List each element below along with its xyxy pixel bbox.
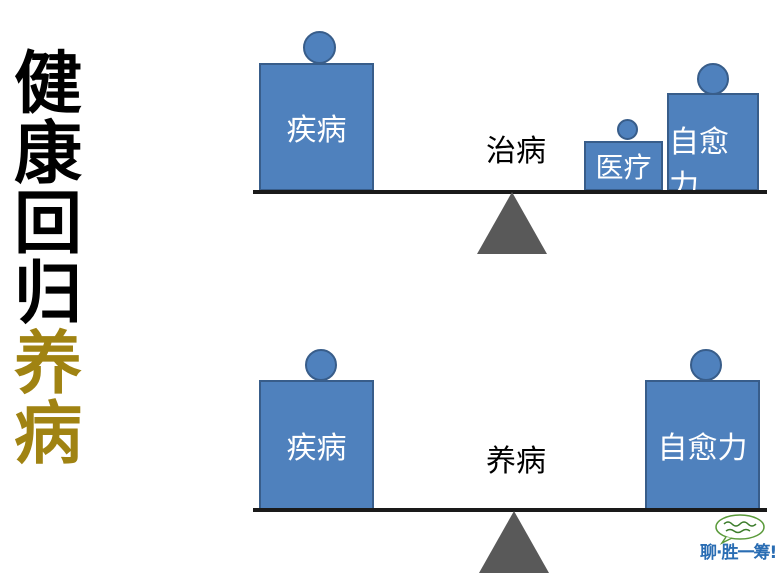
- title-char: 康: [13, 115, 82, 194]
- title-accent-char: 病: [13, 395, 82, 474]
- bottom-selfheal-box: 自愈力: [645, 380, 760, 510]
- title-char: 健: [13, 45, 82, 124]
- top-left-box: 疾病: [259, 63, 374, 191]
- top-left-box-label: 疾病: [286, 113, 347, 148]
- top-small-ball: [617, 119, 638, 140]
- title-char: 归: [13, 255, 82, 334]
- top-medical-box-label: 医疗: [595, 151, 652, 184]
- title-char: 回: [13, 185, 82, 264]
- title-accent-char: 养: [13, 325, 82, 404]
- top-right-ball: [697, 63, 729, 95]
- bottom-left-box-label: 疾病: [286, 431, 347, 466]
- bottom-right-ball: [690, 349, 722, 381]
- top-fulcrum: [477, 192, 547, 254]
- top-selfheal-box: 自愈力: [667, 93, 759, 204]
- bottom-middle-label: 养病: [486, 444, 546, 479]
- bottom-selfheal-box-label: 自愈力: [657, 431, 748, 466]
- top-medical-box: 医疗: [584, 141, 663, 191]
- vertical-title: 健 康 回 归 养 病: [12, 50, 84, 470]
- top-selfheal-box-label: 自愈力: [669, 125, 729, 204]
- bottom-left-box: 疾病: [259, 380, 374, 510]
- top-middle-label: 治病: [486, 134, 546, 169]
- top-left-ball: [303, 31, 336, 64]
- bottom-beam: [253, 508, 767, 512]
- brand-logo-text: 聊·胜一筹!: [700, 543, 777, 563]
- bottom-fulcrum: [479, 511, 549, 573]
- speech-bubble-logo-icon: [715, 514, 765, 545]
- bottom-left-ball: [305, 349, 337, 381]
